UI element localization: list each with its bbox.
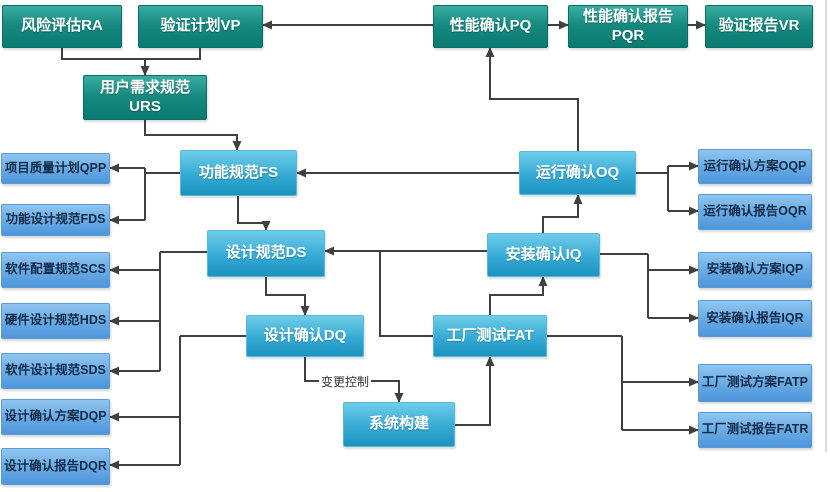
node-pq-report-pqr: 性能确认报告 PQR xyxy=(568,5,688,48)
node-design-qualification-dq: 设计确认DQ xyxy=(246,315,364,357)
connector-ds-left-branch xyxy=(159,251,207,371)
connector-fs-to-ds xyxy=(237,196,271,231)
connector-ds-to-dq xyxy=(265,277,310,316)
node-iq-protocol-iqp: 安装确认方案IQP xyxy=(698,252,812,288)
node-dq-protocol-dqp: 设计确认方案DQP xyxy=(1,399,110,435)
node-functional-design-spec-fds: 功能设计规范FDS xyxy=(1,204,110,236)
node-dq-report-dqr: 设计确认报告DQR xyxy=(1,448,110,485)
node-hardware-design-spec-hds: 硬件设计规范HDS xyxy=(1,303,110,339)
connector-oq-right-branch xyxy=(636,166,669,211)
node-oq-report-oqr: 运行确认报告OQR xyxy=(698,194,812,230)
node-software-config-spec-scs: 软件配置规范SCS xyxy=(1,252,110,288)
node-risk-assessment-ra: 风险评估RA xyxy=(2,5,122,48)
connector-sb-to-fat xyxy=(455,356,495,426)
node-validation-plan-vp: 验证计划VP xyxy=(138,5,263,48)
node-system-build: 系统构建 xyxy=(343,402,455,447)
connector-ra-vp-join xyxy=(61,48,201,60)
node-operational-qualification-oq: 运行确认OQ xyxy=(519,151,636,195)
node-performance-qualification-pq: 性能确认PQ xyxy=(433,5,548,48)
connector-fs-left-branch xyxy=(144,168,180,220)
change-control-label: 变更控制 xyxy=(319,373,372,390)
connector-iq-to-oq xyxy=(542,194,583,233)
node-design-spec-ds: 设计规范DS xyxy=(207,230,325,277)
node-fat-protocol-fatp: 工厂测试方案FATP xyxy=(698,364,812,402)
connector-fat-right-branch xyxy=(547,335,623,430)
connector-oq-to-pq xyxy=(485,47,579,151)
connector-urs-to-fs xyxy=(144,120,242,151)
node-validation-report-vr: 验证报告VR xyxy=(705,5,813,48)
node-oq-protocol-oqp: 运行确认方案OQP xyxy=(698,149,812,184)
node-project-quality-plan-qpp: 项目质量计划QPP xyxy=(1,153,110,184)
connector-iq-right-branch xyxy=(600,253,649,318)
node-iq-report-iqr: 安装确认报告IQR xyxy=(698,300,812,337)
node-software-design-spec-sds: 软件设计规范SDS xyxy=(1,353,110,389)
node-user-requirements-urs: 用户需求规范 URS xyxy=(83,75,207,120)
node-fat-report-fatr: 工厂测试报告FATR xyxy=(698,412,812,448)
node-installation-qualification-iq: 安装确认IQ xyxy=(487,233,600,277)
connector-iqline-to-fat xyxy=(379,251,433,337)
node-functional-spec-fs: 功能规范FS xyxy=(180,150,297,196)
connector-fat-to-iq xyxy=(489,276,548,315)
connector-dq-left-branch xyxy=(179,335,246,465)
node-factory-test-fat: 工厂测试FAT xyxy=(433,315,547,357)
